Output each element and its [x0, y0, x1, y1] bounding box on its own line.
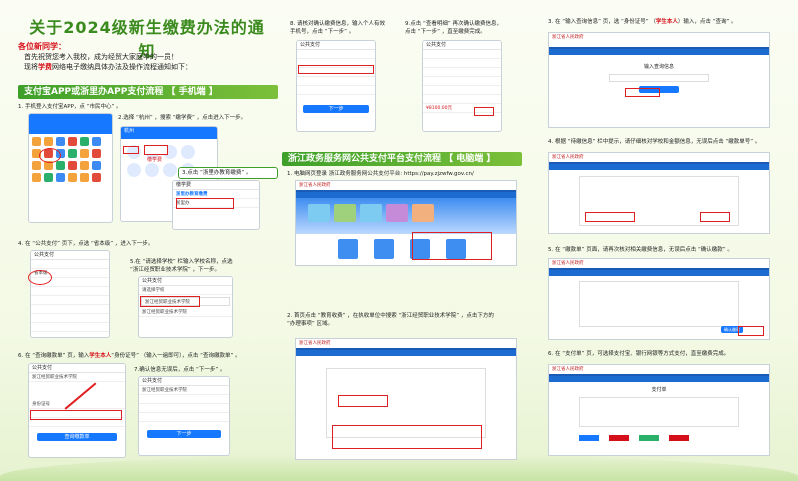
m-step-1: 1. 手机登入支付宝APP，点 “市民中心” 。: [18, 104, 122, 110]
m-step-8: 8. 请核对确认缴费信息，输入个人有效手机号，点击 “下一步” 。: [290, 21, 385, 35]
choose-school-label: 请选择学校: [139, 286, 232, 295]
highlight-items: [332, 425, 482, 449]
amount-label: ¥8100.00元: [423, 104, 501, 113]
section-pc-header: 浙江政务服务网公共支付平台支付流程 【 电脑端 】: [282, 152, 522, 166]
bill-table: [579, 281, 739, 327]
payment-methods[interactable]: [549, 431, 769, 445]
highlight-civic-center: [39, 148, 61, 163]
m-step-4: 4. 在 “公共支付” 页下，点选 “省本级” ，进入下一步。: [18, 241, 154, 247]
pc-screenshot-4: 浙江省人民政府: [548, 152, 770, 234]
highlight-unit-search: [338, 395, 388, 407]
highlight-confirm: [738, 326, 764, 336]
phone-screenshot-5: 公共支付 请选择学校 浙江经贸职业技术学院 浙江经贸职业技术学院: [138, 276, 233, 338]
pc-step-5: 5. 在 “缴款单” 页面，请再次核对相关缴费信息，无误后点击 “确认缴款” 。: [548, 247, 733, 253]
intro-line-1: 首先祝贺您考入我校，成为经贸大家庭中的一员！: [24, 53, 178, 61]
pending-info-table: [579, 176, 739, 226]
m-step-6: 6. 在 “查询缴款单” 页，输入学生本人“身份证号” （输入一遍即可），点击 …: [18, 353, 241, 359]
phone-screenshot-8: 公共支付 下一步: [296, 40, 376, 132]
highlight-edu-pay: [176, 198, 234, 209]
query-info-title: 输入查询信息: [643, 64, 674, 70]
school-result[interactable]: 浙江经贸职业技术学院: [139, 308, 232, 317]
phone-screenshot-3: 缴学费 浙里办教育缴费 浙里办: [172, 180, 260, 230]
highlight-search: 缴学费: [144, 145, 168, 163]
id-number-field[interactable]: 身份证号: [29, 400, 125, 409]
query-bill-button[interactable]: 查询缴款单: [37, 433, 117, 441]
app-icon-grid: [29, 134, 112, 185]
search-unit-panel: [326, 368, 486, 438]
pc-step-4: 4. 根据 “待缴信息” 栏中提示，请仔细核对学校和金额信息，无误后点击 “缴款…: [548, 139, 761, 145]
section-mobile-header: 支付宝APP或浙里办APP支付流程 【 手机端 】: [18, 85, 278, 99]
id-input[interactable]: [609, 74, 709, 82]
pc-step-2: 2. 首页点击 “教育收费” ，在执收单位中搜索 “浙江经贸职业技术学院” ，点…: [287, 313, 494, 327]
highlight-phone-field: [298, 65, 374, 74]
pc-screenshot-1: 浙江省人民政府: [295, 180, 517, 266]
greeting: 各位新同学：: [18, 42, 66, 51]
phone-screenshot-7: 公共支付 浙江经贸职业技术学院 下一步: [138, 376, 230, 456]
intro-line-2: 现将学费网络电子缴纳具体办法及操作流程通知如下：: [24, 63, 192, 71]
gov-logo-text: 浙江省人民政府: [296, 181, 516, 192]
phone-screenshot-4: 公共支付 省本级: [30, 250, 110, 338]
highlight-bill-no: [585, 212, 635, 222]
highlight-query: [625, 88, 660, 97]
m-step-9: 9.点击 “查看明细” 再次确认缴费信息，点击 “下一步” ，直至缴费完成。: [405, 21, 502, 35]
pc-step-1: 1. 电脑网页登录 浙江政务服务网公共支付平台: https://pay.zjz…: [287, 171, 474, 177]
highlight-province: [28, 270, 52, 285]
pc-screenshot-3: 浙江省人民政府 输入查询信息: [548, 32, 770, 128]
pc-step-3: 3. 在 “输入查询信息” 页，选 “身份证号” （学生本人）输入，点击 “查询…: [548, 19, 737, 25]
intro-highlight: 学费: [38, 63, 52, 71]
pay-order-title: 支付单: [651, 387, 667, 393]
phone-screenshot-9: 公共支付 ¥8100.00元: [422, 40, 502, 132]
pc-step-6: 6. 在 “支付单” 页，可选择支付宝、银行网银等方式支付，直至缴费完成。: [548, 351, 730, 357]
service-tiles: [296, 198, 516, 234]
public-pay-title: 公共支付: [31, 251, 109, 260]
m-step-7: 7.确认信息无误后，点击 “下一步” 。: [134, 367, 226, 373]
page-title: 关于2024级新生缴费办法的通知: [29, 18, 265, 61]
highlight-id-field: [30, 410, 122, 420]
highlight-hangzhou: [123, 146, 139, 154]
m-step-2: 2.选择 “杭州” ，搜索 “缴学费” ，点击进入下一步。: [118, 115, 247, 121]
search-result-bar: 缴学费: [173, 181, 259, 190]
search-bar: 杭州: [121, 127, 217, 139]
m-step-3: 3.点击 “浙里办教育缴费” 。: [178, 167, 278, 179]
highlight-detail: [474, 107, 494, 116]
phone-screenshot-1: [28, 113, 113, 223]
pc-screenshot-6: 浙江省人民政府 支付单: [548, 364, 770, 456]
intro-text: 首先祝贺您考入我校，成为经贸大家庭中的一员！ 现将学费网络电子缴纳具体办法及操作…: [24, 52, 274, 72]
school-search-input[interactable]: 浙江经贸职业技术学院: [141, 297, 230, 306]
next-button-7[interactable]: 下一步: [147, 430, 221, 438]
alipay-header: [29, 114, 112, 134]
result-zheliban[interactable]: 浙里办: [173, 199, 259, 208]
m-step-5: 5.在 “请选择学校” 栏输入学校名称，点选“浙江经贸职业技术学院” ，下一步。: [130, 259, 233, 273]
highlight-edu-fee: [412, 232, 492, 260]
pc-screenshot-5: 浙江省人民政府 确认缴款: [548, 258, 770, 340]
highlight-amount: [700, 212, 730, 222]
confirm-pay-button[interactable]: 确认缴款: [721, 326, 743, 333]
highlight-school: [140, 296, 200, 307]
next-button-8[interactable]: 下一步: [303, 105, 369, 113]
